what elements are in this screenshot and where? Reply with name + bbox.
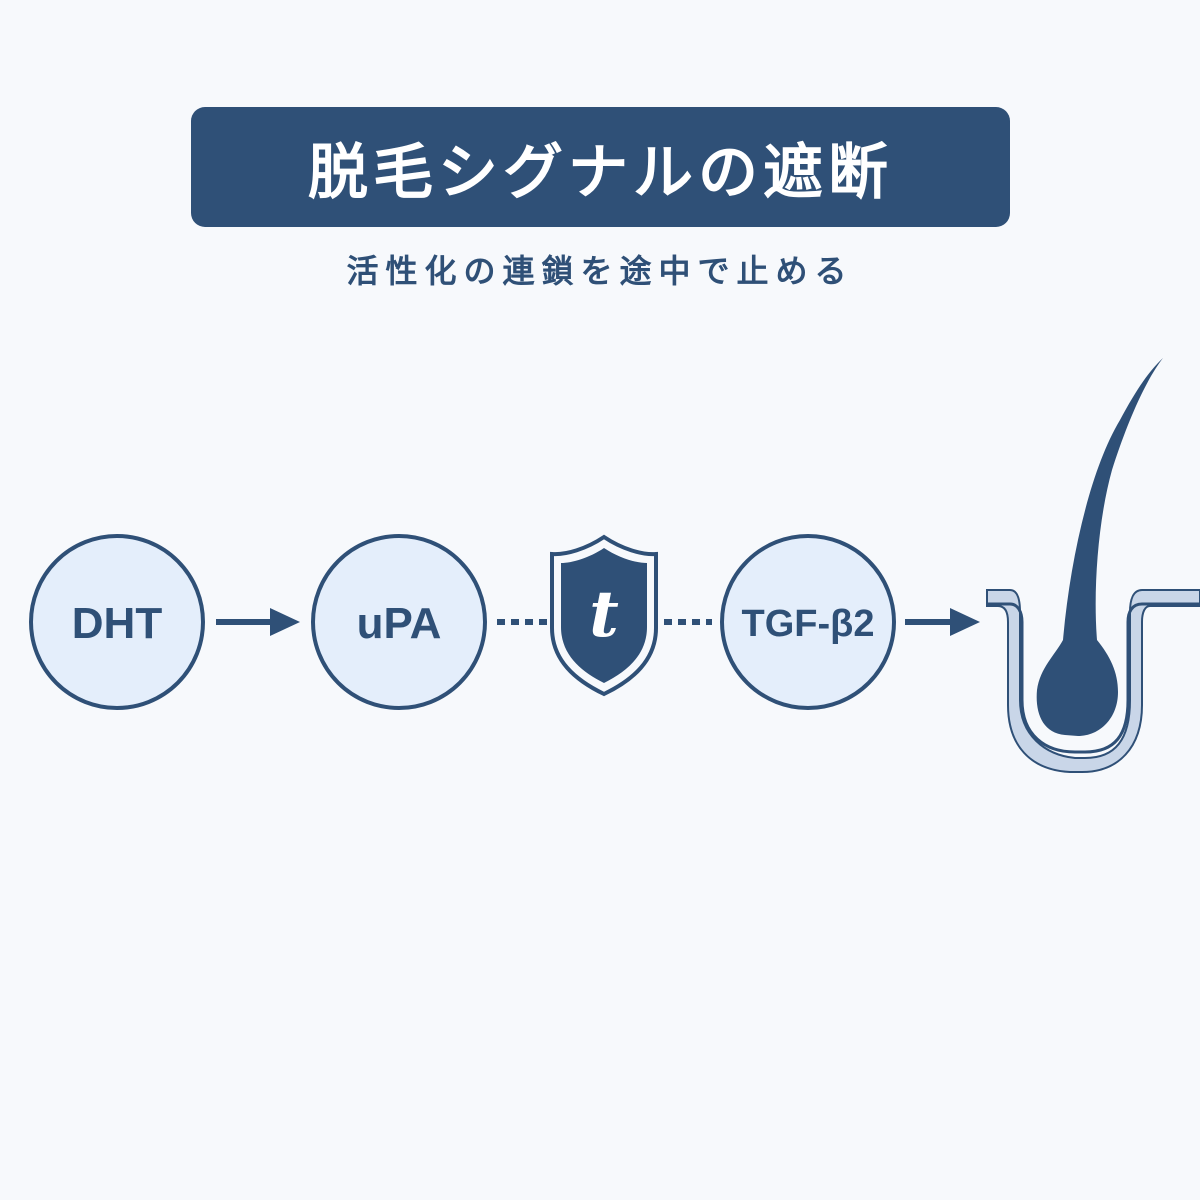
page-subtitle: 活性化の連鎖を途中で止める	[346, 252, 854, 290]
shield-icon: t	[550, 534, 658, 697]
node-dht-circle	[29, 534, 205, 710]
page-title: 脱毛シグナルの遮断	[308, 137, 893, 208]
node-upa-label: uPA	[357, 599, 442, 648]
arrow-dht-to-upa	[216, 608, 300, 636]
node-upa: uPA	[311, 534, 487, 710]
node-tgf-beta2: TGF-β2	[720, 534, 896, 710]
hair-follicle-icon	[986, 358, 1200, 773]
node-tgf-circle	[720, 534, 896, 710]
node-tgf-label: TGF-β2	[742, 603, 875, 645]
shield-letter: t	[589, 577, 619, 652]
node-upa-circle	[311, 534, 487, 710]
node-dht-label: DHT	[72, 599, 163, 648]
title-banner: 脱毛シグナルの遮断	[191, 107, 1010, 227]
node-dht: DHT	[29, 534, 205, 710]
arrow-tgf-to-follicle	[905, 608, 980, 636]
